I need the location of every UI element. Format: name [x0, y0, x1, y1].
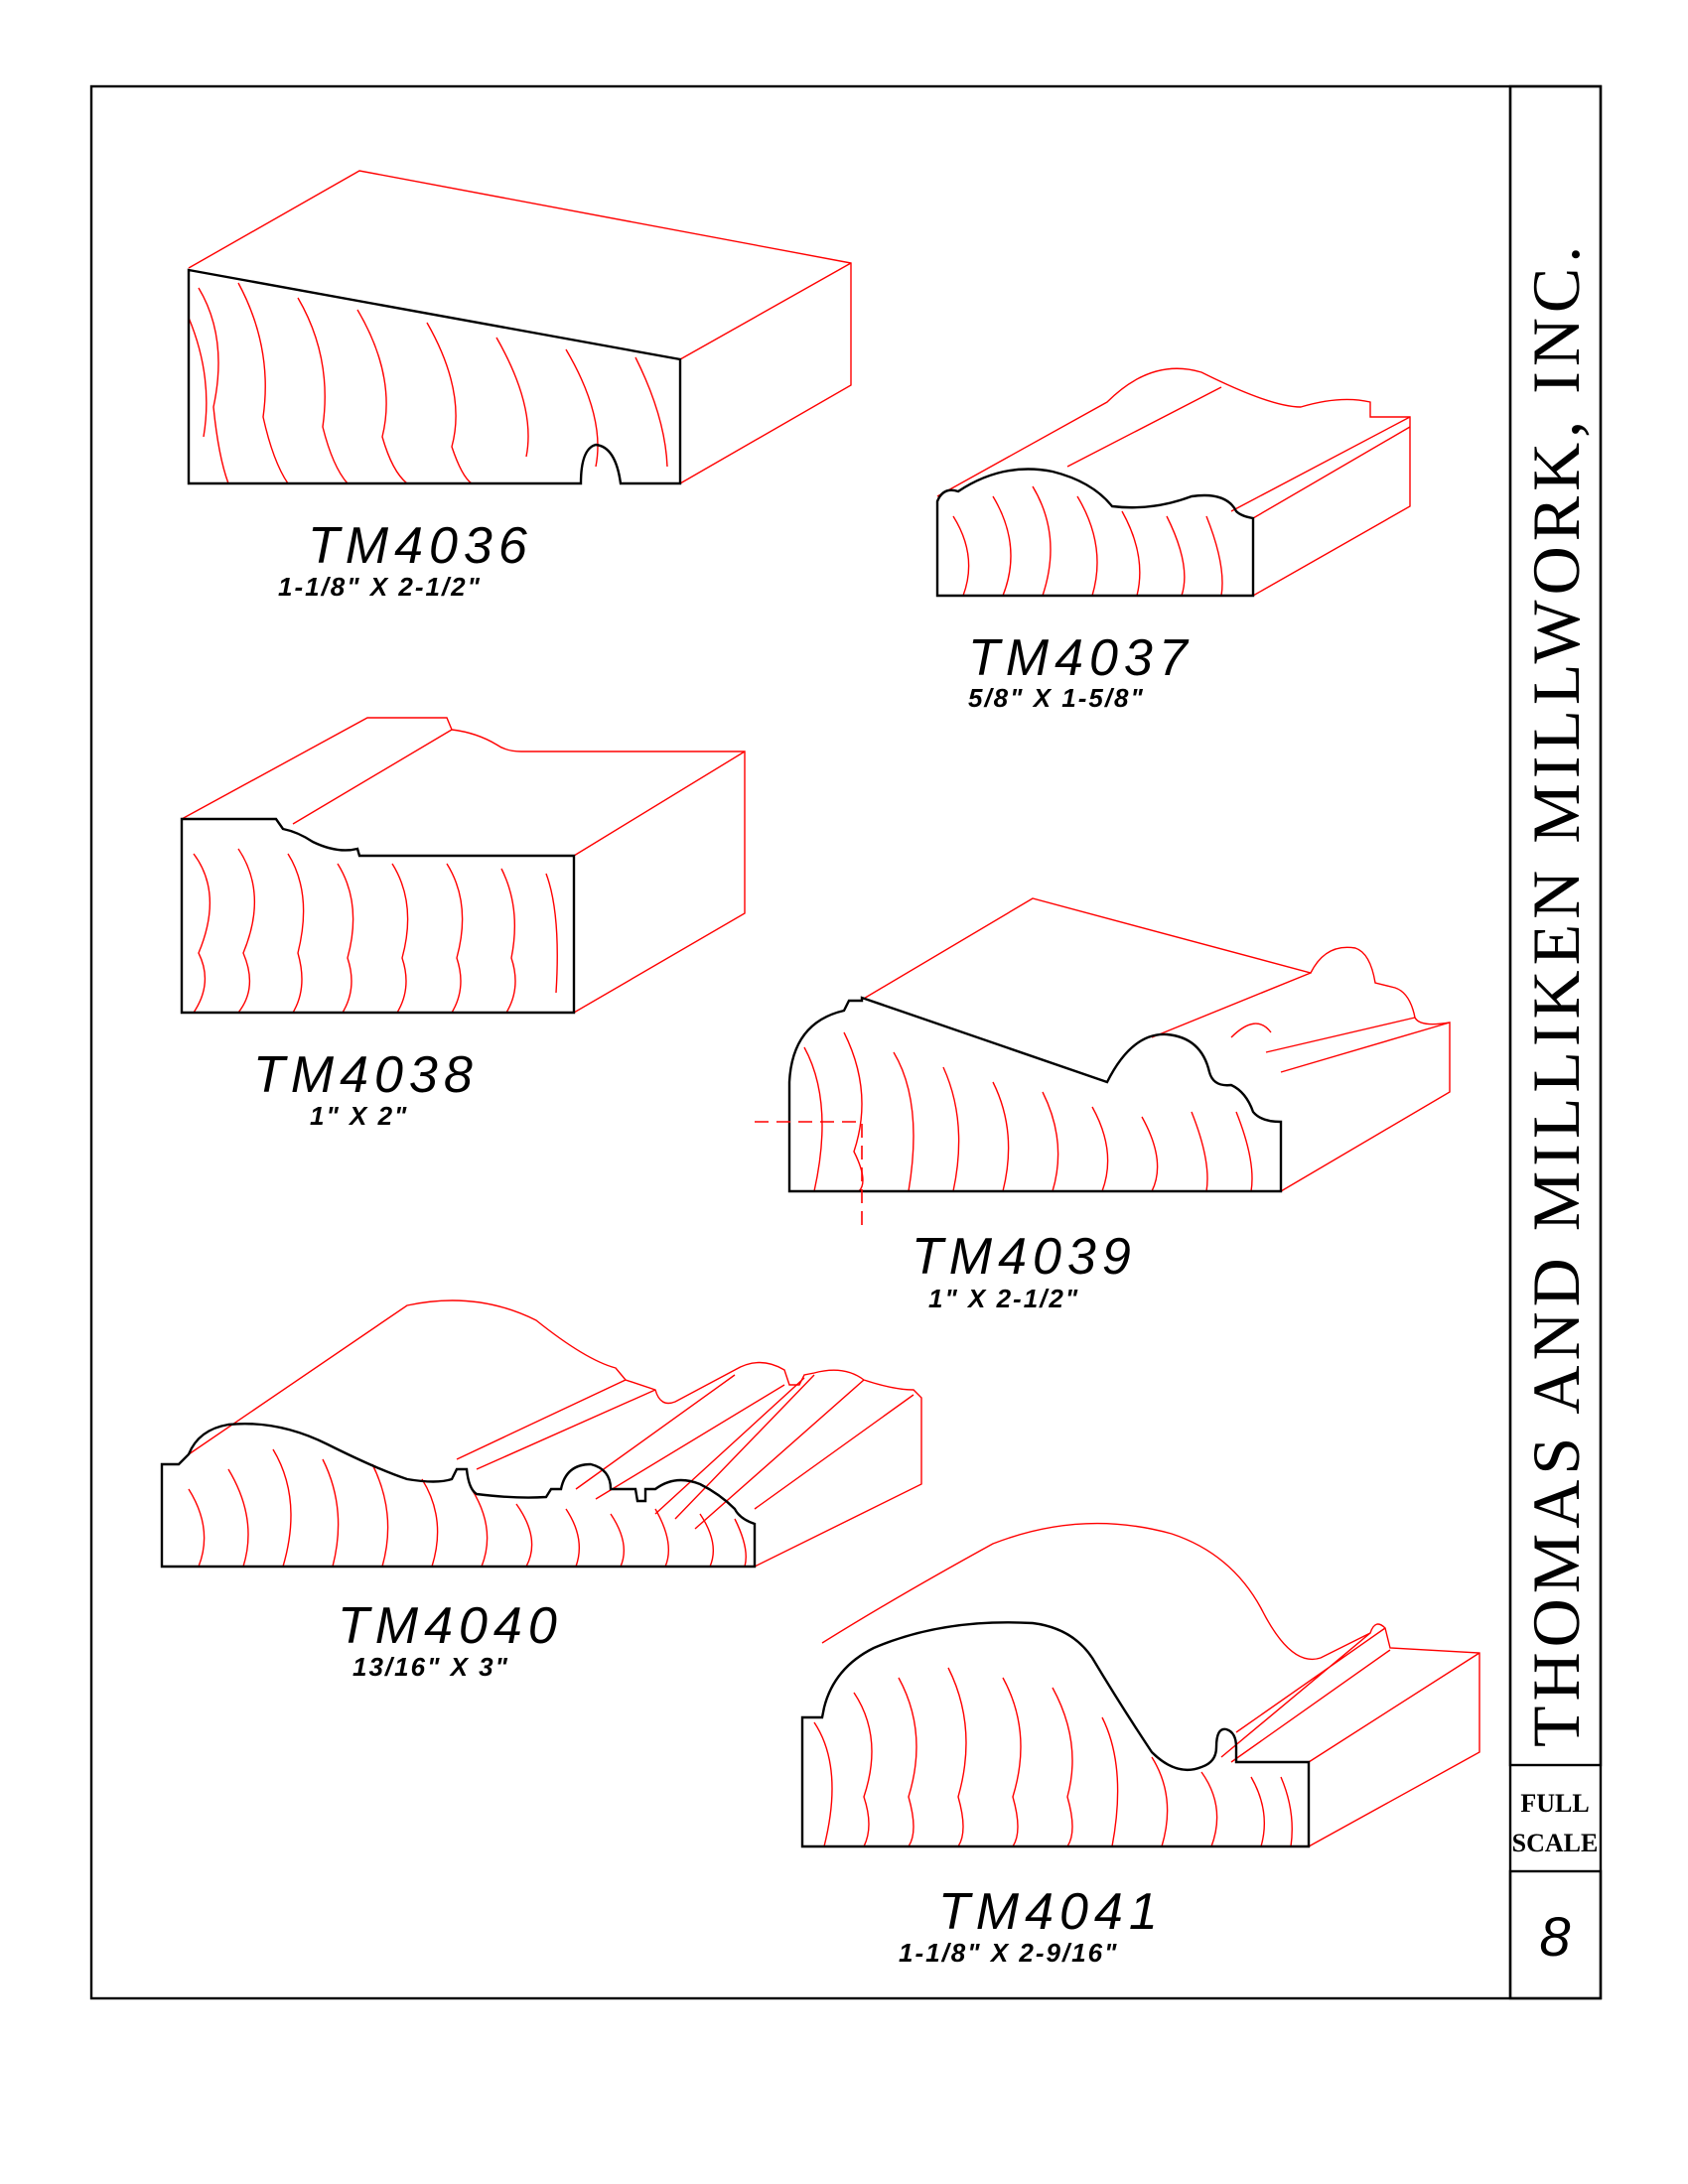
profile-tm4041-dims: 1-1/8" X 2-9/16" [899, 1938, 1118, 1968]
profile-tm4040-dims: 13/16" X 3" [352, 1652, 509, 1682]
profile-tm4041-drawing: TM4041 1-1/8" X 2-9/16" [800, 1522, 1480, 1968]
profile-tm4037-name: TM4037 [968, 629, 1194, 687]
sheet-border [89, 84, 1603, 2000]
profile-tm4041-name: TM4041 [938, 1883, 1164, 1941]
page-number: 8 [1539, 1905, 1570, 1968]
profile-tm4036-drawing: TM4036 1-1/8" X 2-1/2" [187, 170, 852, 602]
profile-tm4038-name: TM4038 [253, 1046, 479, 1104]
profile-tm4038-dims: 1" X 2" [310, 1101, 408, 1131]
company-title: THOMAS AND MILLIKEN MILLWORK, INC. [1518, 241, 1594, 1747]
scale-line1: FULL [1520, 1789, 1589, 1818]
company-title-box [1508, 84, 1603, 1767]
profile-tm4037-drawing: TM4037 5/8" X 1-5/8" [935, 367, 1411, 713]
profile-tm4036-name: TM4036 [308, 517, 533, 575]
profile-tm4039-drawing: TM4039 1" X 2-1/2" [755, 897, 1451, 1313]
profile-tm4037-dims: 5/8" X 1-5/8" [968, 683, 1145, 713]
profile-tm4039-name: TM4039 [912, 1228, 1137, 1286]
profile-tm4040-name: TM4040 [338, 1597, 563, 1655]
profile-tm4036-dims: 1-1/8" X 2-1/2" [278, 572, 482, 602]
profile-tm4040-drawing: TM4040 13/16" X 3" [160, 1299, 922, 1682]
profile-tm4038-drawing: TM4038 1" X 2" [180, 717, 746, 1131]
page-number-box [1508, 1869, 1603, 2000]
scale-line2: SCALE [1512, 1829, 1599, 1857]
profile-tm4039-dims: 1" X 2-1/2" [928, 1284, 1079, 1313]
